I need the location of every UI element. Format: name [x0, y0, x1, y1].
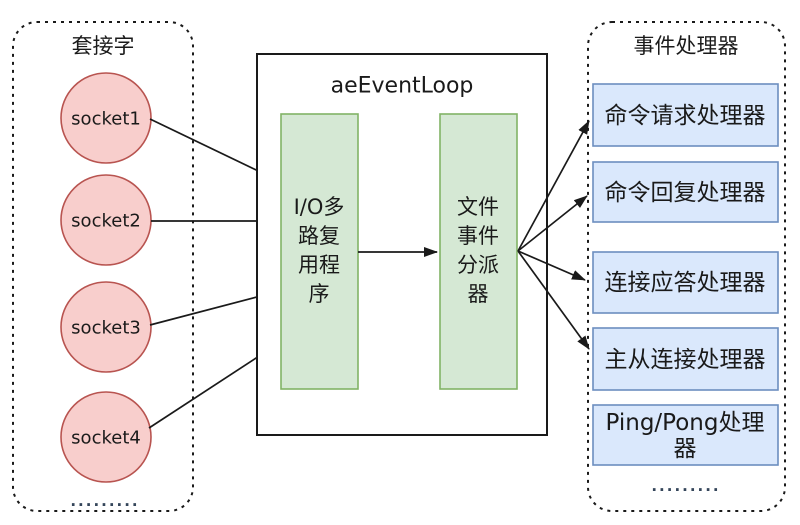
socket3-label: socket3: [71, 318, 141, 339]
handler-label-2: 命令回复处理器: [605, 180, 766, 206]
handler-box-2: [592, 161, 779, 223]
arrow-socket1-to-io: [149, 118, 278, 181]
io-multiplexer-box: [280, 113, 359, 390]
socket1-label: socket1: [71, 109, 141, 130]
dispatcher-arrows: [517, 120, 590, 350]
event-loop-title: aeEventLoop: [331, 74, 474, 99]
handler-node-3: 连接应答处理器: [592, 251, 779, 314]
handlers-ellipsis: .........: [651, 477, 720, 495]
sockets-panel: 套接字 socket1 socket2 socket3 socket4 ....…: [12, 21, 194, 512]
io-multiplexer-line3: 用程: [298, 253, 340, 277]
io-multiplexer-line2: 路复: [298, 224, 340, 248]
socket4-circle: [60, 391, 152, 483]
dispatcher-line3: 分派: [457, 253, 499, 277]
arrow-socket4-to-io: [148, 346, 274, 429]
handler-node-5: Ping/Pong处理 器: [592, 404, 779, 466]
handlers-panel-title: 事件处理器: [634, 34, 739, 58]
socket2-label: socket2: [71, 211, 141, 232]
event-loop-box: aeEventLoop I/O多 路复 用程 序 文件 事件 分派 器: [256, 53, 548, 436]
socket2-circle: [60, 174, 152, 266]
handler-label-5-line2: 器: [674, 436, 697, 462]
arrow-socket3-to-io: [149, 290, 277, 326]
sockets-panel-border: [12, 21, 194, 512]
handler-box-3: [592, 251, 779, 314]
dispatcher-line2: 事件: [457, 224, 499, 248]
socket1-circle: [60, 72, 152, 164]
arrow-dispatcher-to-handler2: [517, 195, 588, 252]
handlers-panel-border: [587, 21, 786, 512]
dispatcher-box: [439, 113, 518, 390]
socket-arrows: [148, 118, 278, 429]
socket-node-1: socket1: [60, 72, 152, 164]
socket-node-3: socket3: [60, 281, 152, 373]
sockets-ellipsis: .........: [70, 492, 139, 510]
socket-node-4: socket4: [60, 391, 152, 483]
handler-node-4: 主从连接处理器: [592, 327, 779, 391]
socket4-label: socket4: [71, 428, 141, 449]
socket3-circle: [60, 281, 152, 373]
handler-box-5: [592, 404, 779, 466]
handler-node-1: 命令请求处理器: [592, 83, 779, 147]
handler-label-4: 主从连接处理器: [605, 347, 766, 373]
dispatcher-line4: 器: [468, 282, 489, 306]
io-multiplexer-node: I/O多 路复 用程 序: [280, 113, 359, 390]
socket-node-2: socket2: [60, 174, 152, 266]
dispatcher-line1: 文件: [457, 195, 499, 219]
io-multiplexer-line1: I/O多: [294, 195, 345, 219]
handlers-panel: 事件处理器 命令请求处理器 命令回复处理器 连接应答处理器 主从连接处理器 Pi…: [587, 21, 786, 512]
handler-label-5-line1: Ping/Pong处理: [606, 410, 765, 436]
handler-label-3: 连接应答处理器: [605, 270, 766, 296]
sockets-panel-title: 套接字: [72, 34, 135, 58]
arrow-dispatcher-to-handler3: [517, 250, 586, 281]
handler-box-1: [592, 83, 779, 147]
handler-box-4: [592, 327, 779, 391]
handler-label-1: 命令请求处理器: [605, 103, 766, 129]
handler-node-2: 命令回复处理器: [592, 161, 779, 223]
io-multiplexer-line4: 序: [309, 282, 330, 306]
dispatcher-node: 文件 事件 分派 器: [439, 113, 518, 390]
arrow-dispatcher-to-handler4: [517, 250, 590, 350]
arrow-dispatcher-to-handler1: [517, 120, 590, 252]
